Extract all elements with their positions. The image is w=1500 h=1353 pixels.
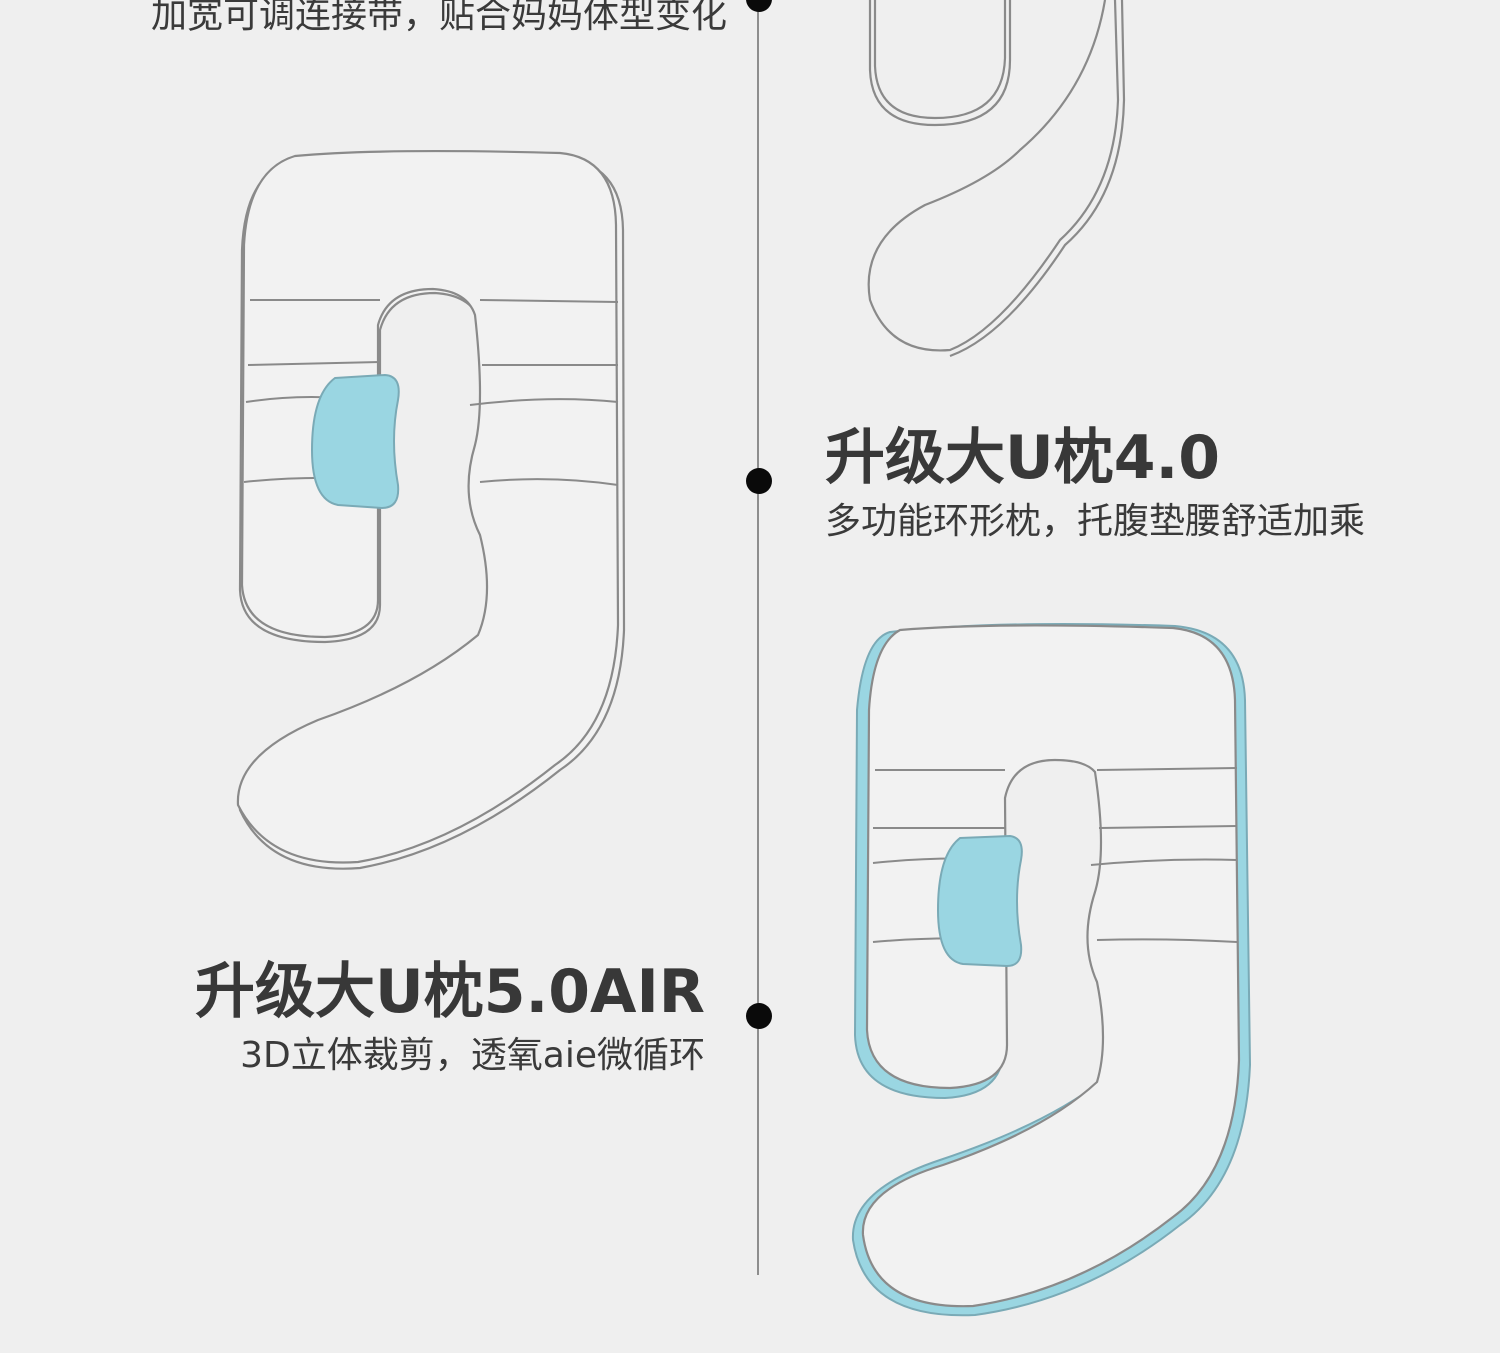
section-title: 升级大U枕4.0 [825,423,1221,493]
section-subtitle: 加宽可调连接带，贴合妈妈体型变化 [150,0,727,36]
lumbar-pad [936,834,1023,968]
section-subtitle: 多功能环形枕，托腹垫腰舒适加乘 [825,501,1366,542]
caption-4-0: 升级大U枕4.0 多功能环形枕，托腹垫腰舒适加乘 [825,428,1365,543]
lumbar-pad [310,373,400,510]
pillow-illustration-4-0 [236,149,626,870]
timeline-dot [746,0,772,12]
section-title: 升级大U枕5.0AIR [195,957,705,1027]
pillow-illustration-top [867,0,1126,358]
timeline-dot [746,468,772,494]
timeline-dot [746,1003,772,1029]
pillow-illustration-5-0-air [851,623,1252,1317]
timeline-line [757,0,759,1275]
section-subtitle: 3D立体裁剪，透氧aie微循环 [240,1035,705,1076]
caption-5-0-air: 升级大U枕5.0AIR 3D立体裁剪，透氧aie微循环 [195,962,705,1077]
